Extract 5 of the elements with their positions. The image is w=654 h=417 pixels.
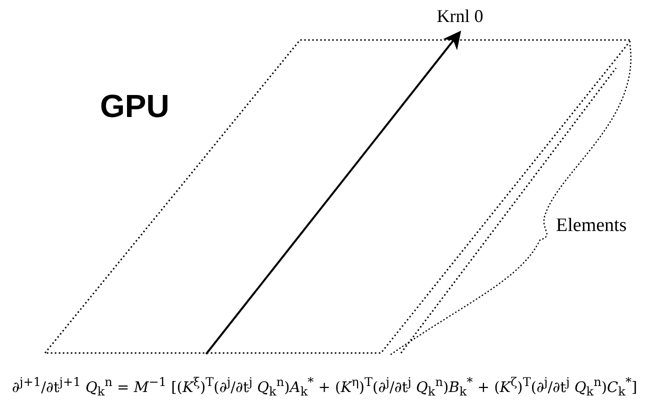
equation: ∂$^{j+1}$/∂t$^{j+1}$ Q$_{k}$$^{n}$ = M$^{−1}$ [(K$^{ξ}$)$^{T}$(∂$^{j}$/∂t$^{j}$ Q$_{k}$$^{n}$)A$_{k}$$^{*}$ + (K$^{η}$)$^{T}$(∂$^{j}$/∂t$^{j}$ Q$_{k}$$^{n}$)B$_{k}$$^{*}$ + (K$^{ζ}$)$^{T}$(∂$^{j}$/∂t$^{j}$ Q$_{k}$$^{n}$)C$_{k}$$^{*}$] [12, 375, 638, 399]
heading-label: GPU [100, 88, 170, 125]
brace-label: Elements [556, 215, 627, 237]
arrow [205, 30, 462, 355]
arrow-label: Krnl 0 [436, 6, 484, 27]
